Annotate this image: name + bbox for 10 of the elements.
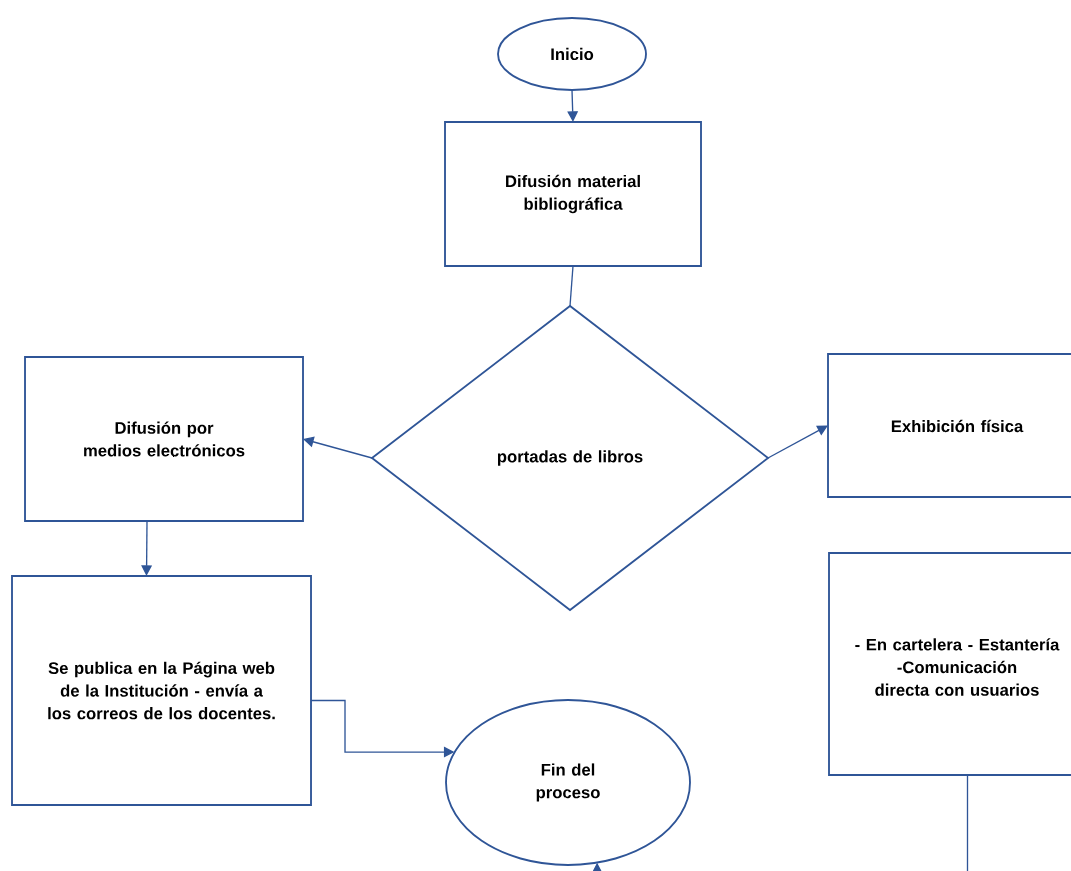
process-box: Exhibición física: [827, 353, 1071, 498]
arrow: [303, 436, 373, 459]
process-box: Difusión material bibliográfica: [444, 121, 702, 267]
arrow: [767, 425, 828, 459]
arrow: [591, 774, 969, 871]
process-box: - En cartelera - Estantería -Comunicación directa con usuarios: [828, 552, 1071, 776]
process-box: Difusión por medios electrónicos: [24, 356, 304, 522]
process-box: Se publica en la Página web de la Institución - envía a los correos de los docentes.: [11, 575, 312, 806]
arrow: [567, 89, 579, 122]
arrow: [141, 520, 153, 576]
